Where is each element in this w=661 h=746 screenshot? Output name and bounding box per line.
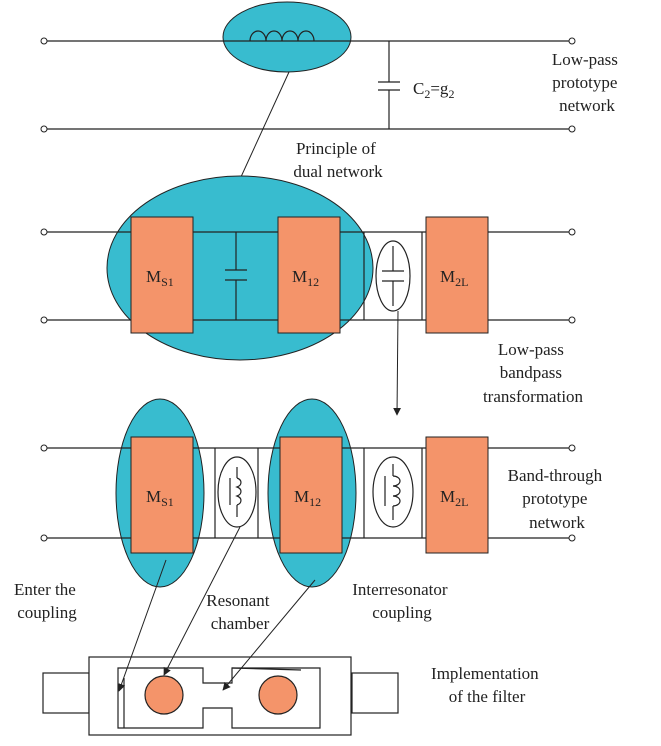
resonant-chamber-arrow [163,526,241,676]
right-port-flange [351,672,399,714]
capacitor-c2-label: C2=g2 [413,79,454,101]
capacitor-c2 [378,41,400,129]
block-m2l-label: M2L [440,487,468,509]
resonator-right [363,448,423,538]
resonator-ellipse [372,456,414,528]
inductor-coil-icon [249,30,315,42]
terminal [40,37,48,45]
block-ms1 [130,436,194,554]
terminal [568,534,576,542]
block-ms1-label: MS1 [146,487,174,509]
bandthrough-prototype-network: MS1 M12 M2L Band-through prototype n [40,398,607,588]
terminal [568,316,576,324]
dual-network-arrow [234,71,290,191]
resonator-ellipse [217,456,257,528]
inductor-coil-icon [392,475,401,507]
terminal [40,444,48,452]
enter-coupling-label: Enter the coupling [14,580,80,622]
lowpass-prototype-network: C2=g2 Low-pass prototype network [40,1,622,133]
left-port-flange [42,672,90,714]
block-m12 [277,216,341,334]
dual-principle-label: Principle of dual network [293,139,383,181]
terminal [568,37,576,45]
filter-housing [88,656,352,736]
block-m12-label: M12 [292,267,319,289]
resonant-chamber-label: Resonant chamber [206,591,274,633]
block-m2l [425,216,489,334]
terminal [40,316,48,324]
bandpass-transform-arrow [393,310,402,416]
block-ms1 [130,216,194,334]
block-m2l-label: M2L [440,267,468,289]
inductor-coil-icon [235,477,242,506]
resonator-disc-right [258,675,298,715]
terminal [568,125,576,133]
lowpass-bandpass-label: Low-pass bandpass transformation [483,340,584,406]
terminal [568,444,576,452]
block-m12-label: M12 [294,487,321,509]
implementation-label: Implementation of the filter [431,664,543,706]
terminal [40,534,48,542]
capacitor-resonator-ellipse [375,240,411,312]
shunt-capacitor [225,232,247,320]
terminal [40,125,48,133]
series-capacitor-loop [363,232,423,320]
terminal [40,228,48,236]
filter-cavity-outline [117,667,321,729]
bandthrough-prototype-label: Band-through prototype network [508,466,607,532]
interresonator-coupling-arrow [222,579,316,691]
inductor-highlight [222,1,352,73]
terminal [568,228,576,236]
resonator-disc-left [144,675,184,715]
block-m12 [279,436,343,554]
lowpass-prototype-label: Low-pass prototype network [552,50,622,115]
enter-coupling-arrow [117,559,167,692]
interresonator-coupling-probe [231,667,302,671]
block-ms1-label: MS1 [146,267,174,289]
resonator-left [214,448,259,538]
block-m2l [425,436,489,554]
interresonator-coupling-label: Interresonator coupling [352,580,452,622]
filter-implementation [42,656,399,736]
dual-network: MS1 M12 M2L [40,175,576,361]
